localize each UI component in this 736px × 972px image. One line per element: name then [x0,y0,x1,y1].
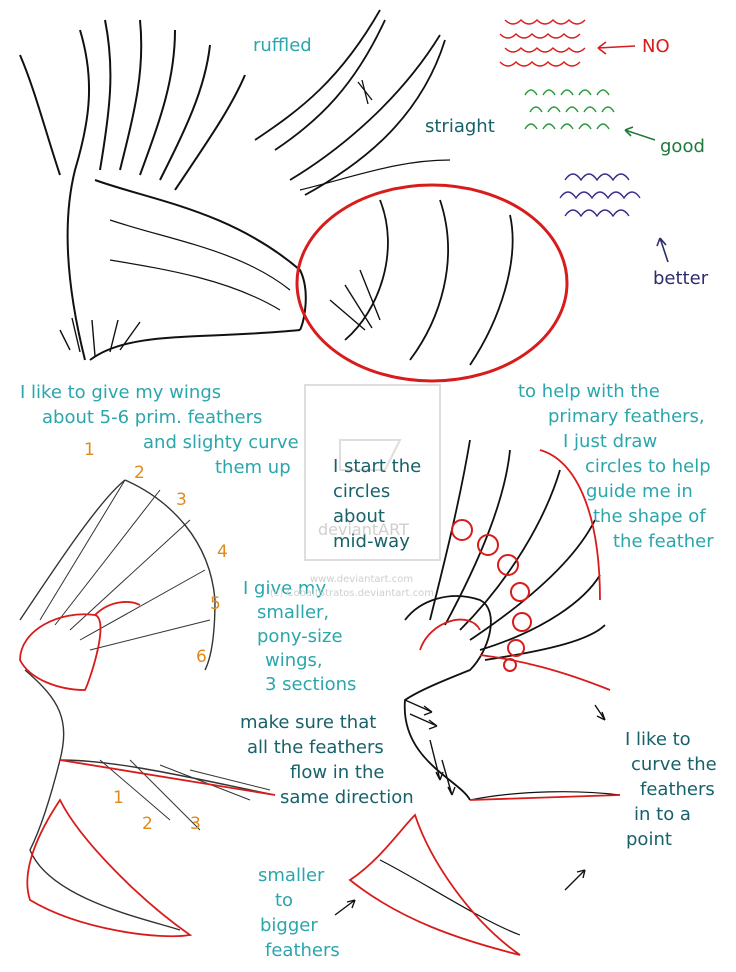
good-arrow [624,126,656,141]
section-number: 2 [142,814,153,834]
texture-sample-good [524,89,615,130]
primary-number: 1 [84,440,95,460]
primary-number: 4 [217,542,228,562]
section-number: 1 [113,788,124,808]
top-wing-sketch [19,19,307,361]
better-arrow [656,237,669,263]
label-good: good [660,136,705,157]
ruffled-straight-feathers [254,9,451,196]
label-better: better [653,268,709,289]
texture-sample-no [499,19,586,67]
primary-number: 6 [196,647,207,667]
zoom-circle-detail [329,199,514,366]
watermark-logo [304,384,441,561]
label-no: NO [642,36,670,57]
watermark-url: www.deviantart.com [310,574,414,585]
pony-wing-red-outline [19,601,276,938]
right-wing-diagram [379,439,621,936]
primary-number: 3 [176,490,187,510]
note-straight: striaght [425,116,495,137]
annotation-arrows [597,41,636,55]
section-number: 3 [190,814,201,834]
primary-number: 5 [210,594,221,614]
right-wing-red-outline [348,449,621,956]
watermark-site: deviantART [318,520,409,539]
zoom-circle [295,183,569,383]
flow-arrows [334,699,606,916]
primary-number: 2 [134,463,145,483]
pony-wing-structure [19,479,276,931]
note-ruffled: ruffled [253,35,312,56]
texture-sample-better [559,173,641,218]
watermark-credit: (c) CobaltStratos.deviantart.com [270,588,434,599]
